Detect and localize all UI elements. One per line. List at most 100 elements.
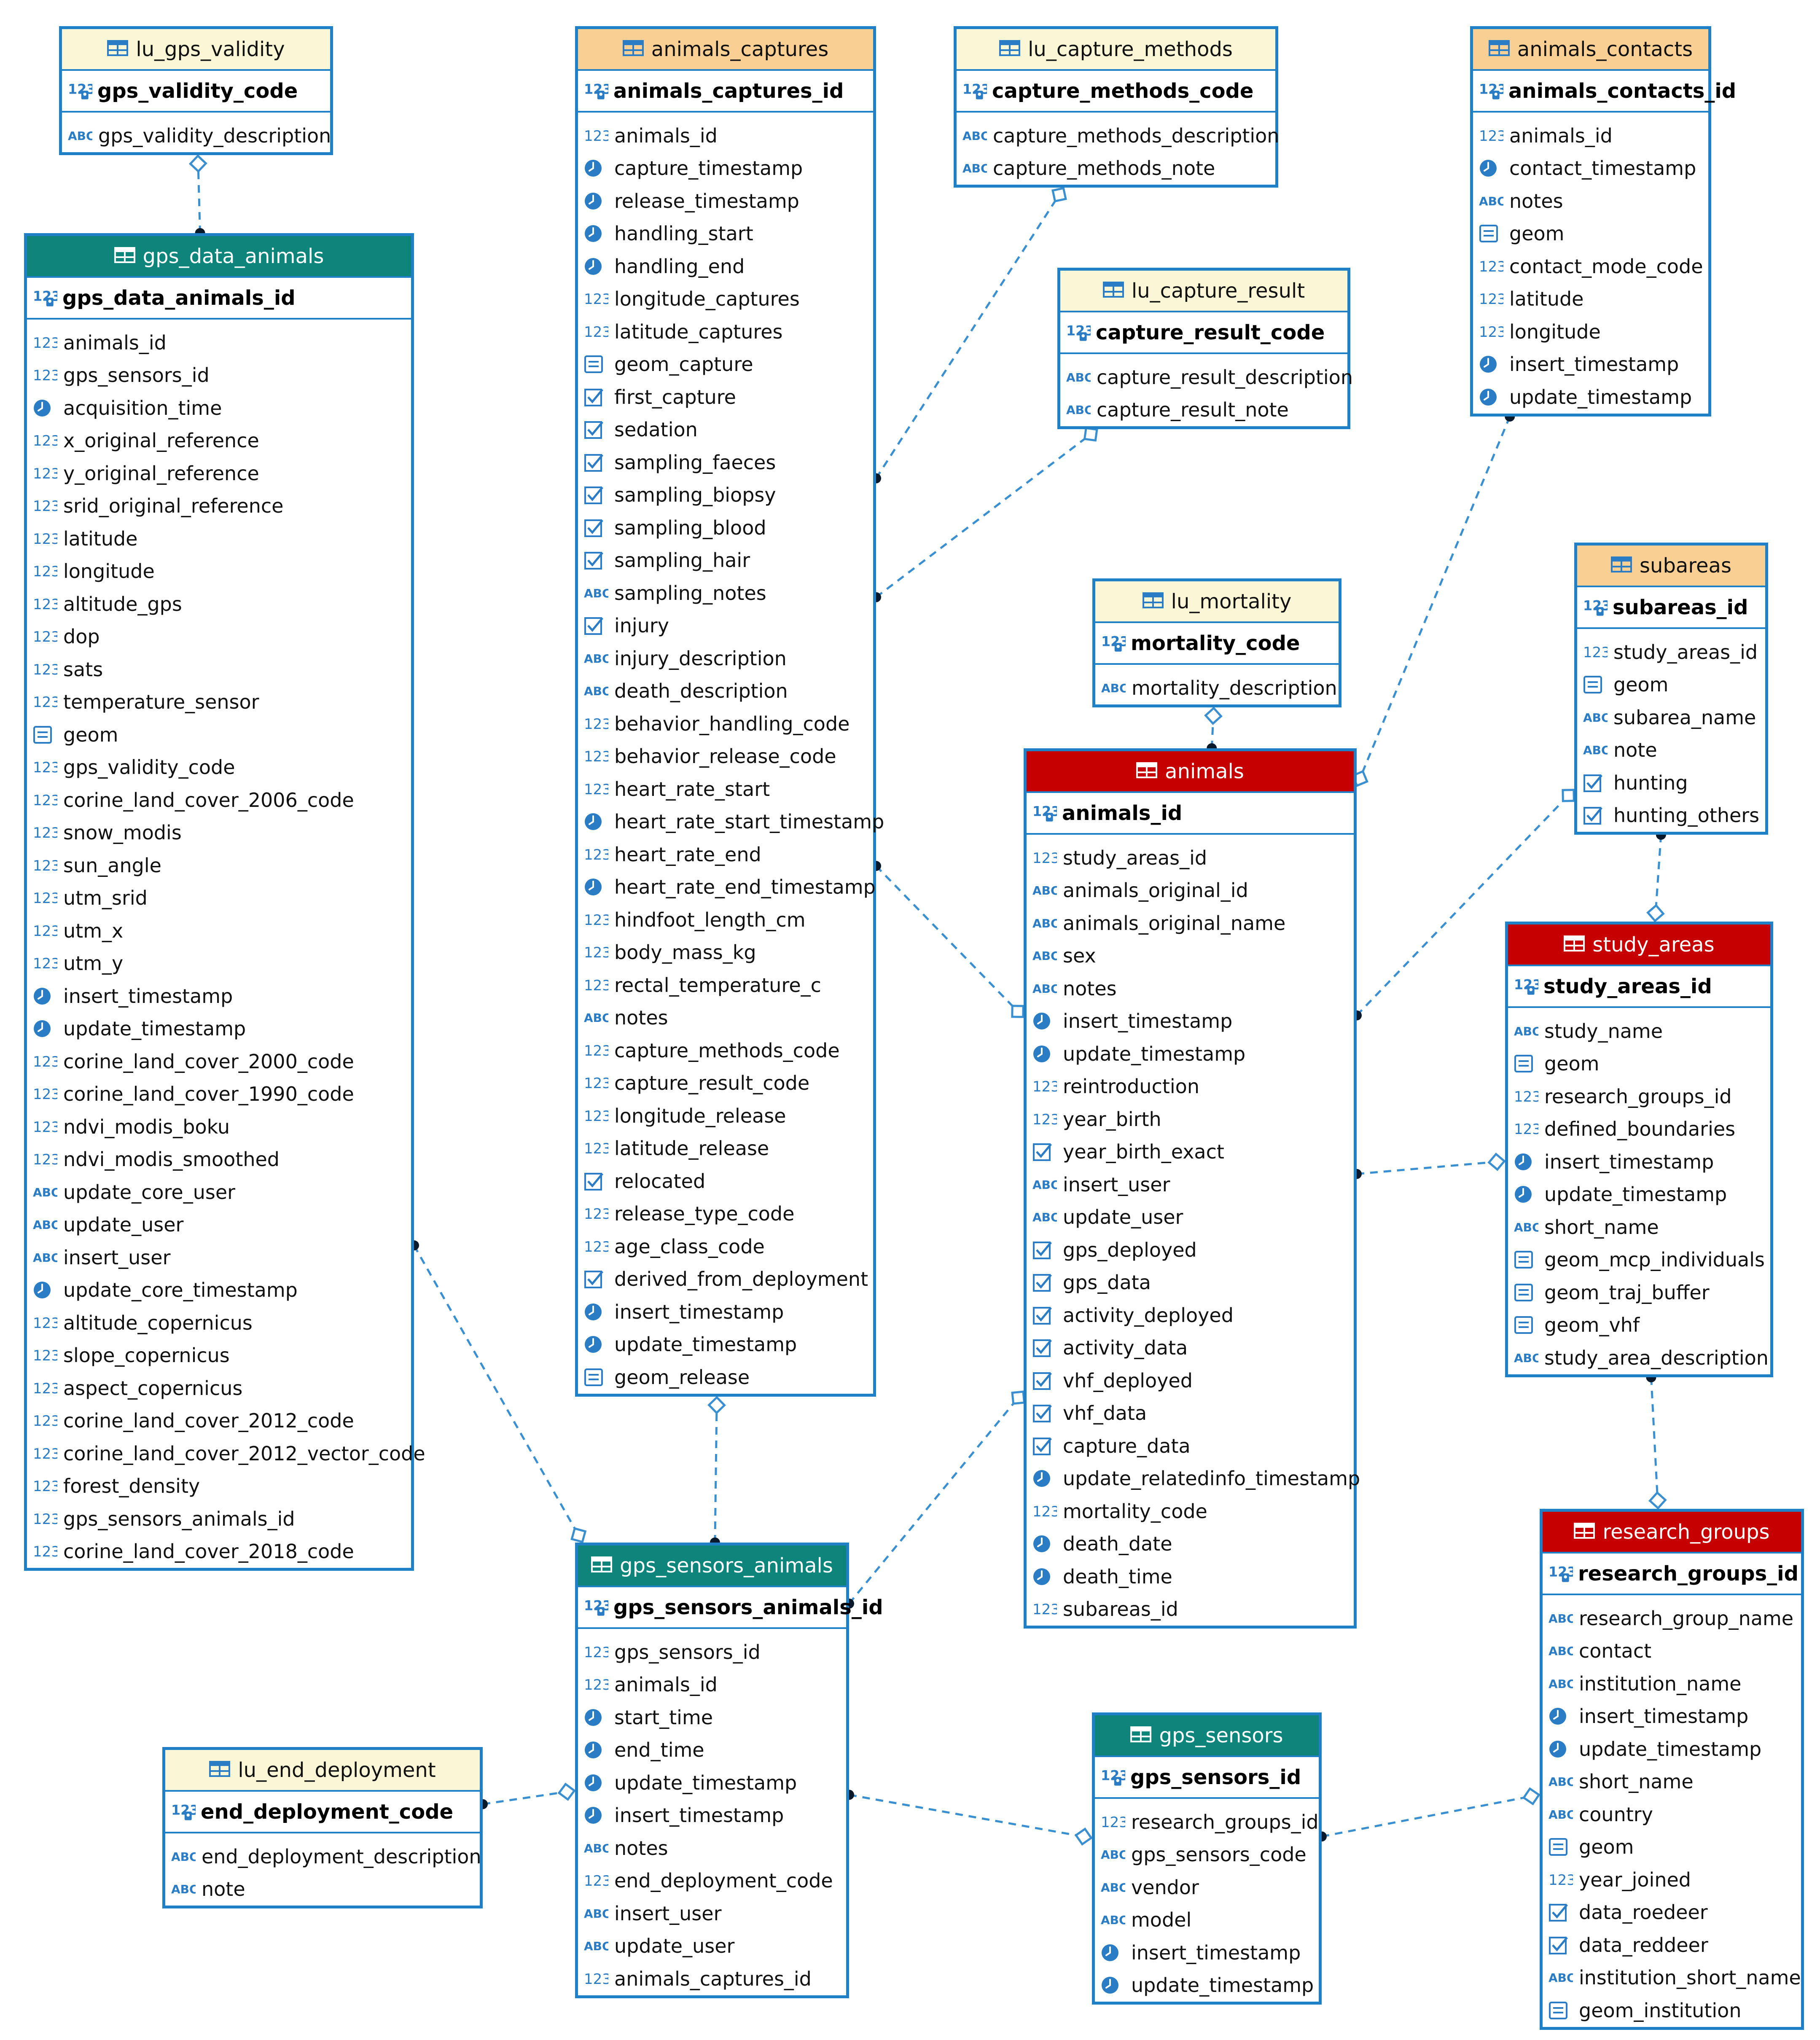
table-animals-contacts[interactable]: animals_contacts123animals_contacts_id12… <box>1470 26 1736 417</box>
column-row[interactable]: activity_data <box>1027 1332 1354 1365</box>
column-row[interactable]: hunting <box>1577 766 1765 799</box>
table-header[interactable]: lu_end_deployment <box>165 1750 480 1792</box>
column-row[interactable]: geom <box>1577 669 1765 702</box>
column-row[interactable]: sampling_faeces <box>578 446 873 479</box>
column-row[interactable]: geom_vhf <box>1508 1309 1770 1342</box>
table-subareas[interactable]: subareas123subareas_id 123study_areas_idg… <box>1574 543 1768 835</box>
table-gps-sensors-animals[interactable]: gps_sensors_animals123gps_sensors_animal… <box>575 1543 883 1998</box>
column-row[interactable]: geom_traj_buffer <box>1508 1276 1770 1309</box>
column-row[interactable]: year_birth_exact <box>1027 1136 1354 1169</box>
column-row[interactable]: geom_institution <box>1543 1994 1801 2027</box>
column-row[interactable]: update_timestamp <box>27 1013 411 1046</box>
table-header[interactable]: gps_sensors <box>1095 1715 1319 1757</box>
table-header[interactable]: lu_mortality <box>1095 581 1339 623</box>
column-row[interactable]: derived_from_deployment <box>578 1263 873 1296</box>
column-row[interactable]: start_time <box>578 1701 846 1734</box>
column-row[interactable]: geom_capture <box>578 348 873 381</box>
table-lu-end-deployment[interactable]: lu_end_deployment123end_deployment_codeA… <box>162 1747 483 1908</box>
column-row[interactable]: update_relatedinfo_timestamp <box>1027 1462 1360 1495</box>
column-row[interactable]: update_timestamp <box>578 1328 873 1361</box>
column-row[interactable]: first_capture <box>578 381 873 414</box>
column-row[interactable]: capture_data <box>1027 1430 1354 1462</box>
column-row[interactable]: handling_start <box>578 218 873 250</box>
table-header[interactable]: gps_sensors_animals <box>578 1545 846 1587</box>
column-row[interactable]: update_timestamp <box>1027 1037 1354 1070</box>
column-row[interactable]: update_timestamp <box>1473 381 1708 414</box>
column-row[interactable]: sampling_blood <box>578 511 873 544</box>
column-row[interactable]: sampling_hair <box>578 544 873 577</box>
column-row[interactable]: insert_timestamp <box>578 1295 873 1328</box>
table-gps-data-animals[interactable]: gps_data_animals123gps_data_animals_id12… <box>24 233 425 1571</box>
table-header[interactable]: animals_captures <box>578 29 873 71</box>
column-row[interactable]: insert_timestamp <box>1095 1936 1319 1969</box>
column-row[interactable]: heart_rate_end_timestamp <box>578 871 876 904</box>
table-header[interactable]: animals <box>1027 751 1354 793</box>
table-header[interactable]: lu_gps_validity <box>62 29 330 71</box>
column-row[interactable]: data_reddeer <box>1543 1929 1801 1962</box>
table-lu-gps-validity[interactable]: lu_gps_validity123gps_validity_codeABCgp… <box>59 26 333 155</box>
table-header[interactable]: subareas <box>1577 546 1765 587</box>
column-row[interactable]: gps_data <box>1027 1266 1354 1299</box>
column-row[interactable]: relocated <box>578 1165 873 1198</box>
column-row[interactable]: insert_timestamp <box>578 1799 846 1832</box>
column-row[interactable]: activity_deployed <box>1027 1299 1354 1332</box>
column-row[interactable]: vhf_deployed <box>1027 1364 1354 1397</box>
column-row[interactable]: release_timestamp <box>578 185 873 218</box>
column-row[interactable]: injury <box>578 610 873 642</box>
column-row[interactable]: data_roedeer <box>1543 1896 1801 1929</box>
column-row[interactable]: vhf_data <box>1027 1397 1354 1430</box>
column-row[interactable]: update_timestamp <box>1543 1733 1801 1766</box>
column-row[interactable]: handling_end <box>578 250 873 283</box>
